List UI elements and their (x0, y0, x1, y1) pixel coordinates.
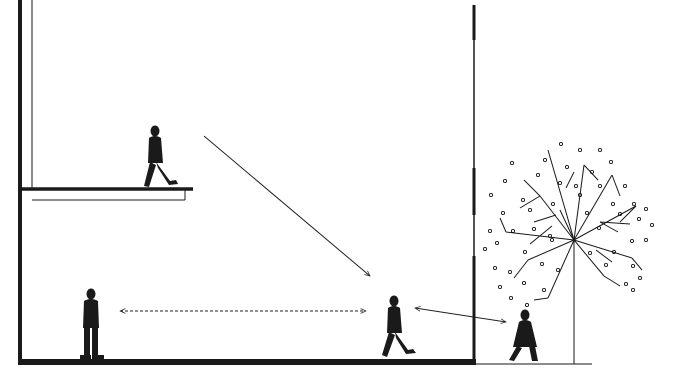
diagonal-sightline-arrow (203, 135, 370, 276)
person-walking-outside (509, 309, 538, 361)
outside-connection-arrow (415, 308, 506, 322)
tree-leaves (482, 141, 655, 308)
mezzanine-floor (20, 187, 193, 201)
tree-icon (482, 141, 655, 364)
person-standing-left (80, 288, 104, 359)
tree-branches (499, 149, 643, 301)
person-walking-mezzanine (144, 125, 178, 187)
person-walking-ground (382, 295, 416, 357)
arrows (120, 135, 506, 322)
